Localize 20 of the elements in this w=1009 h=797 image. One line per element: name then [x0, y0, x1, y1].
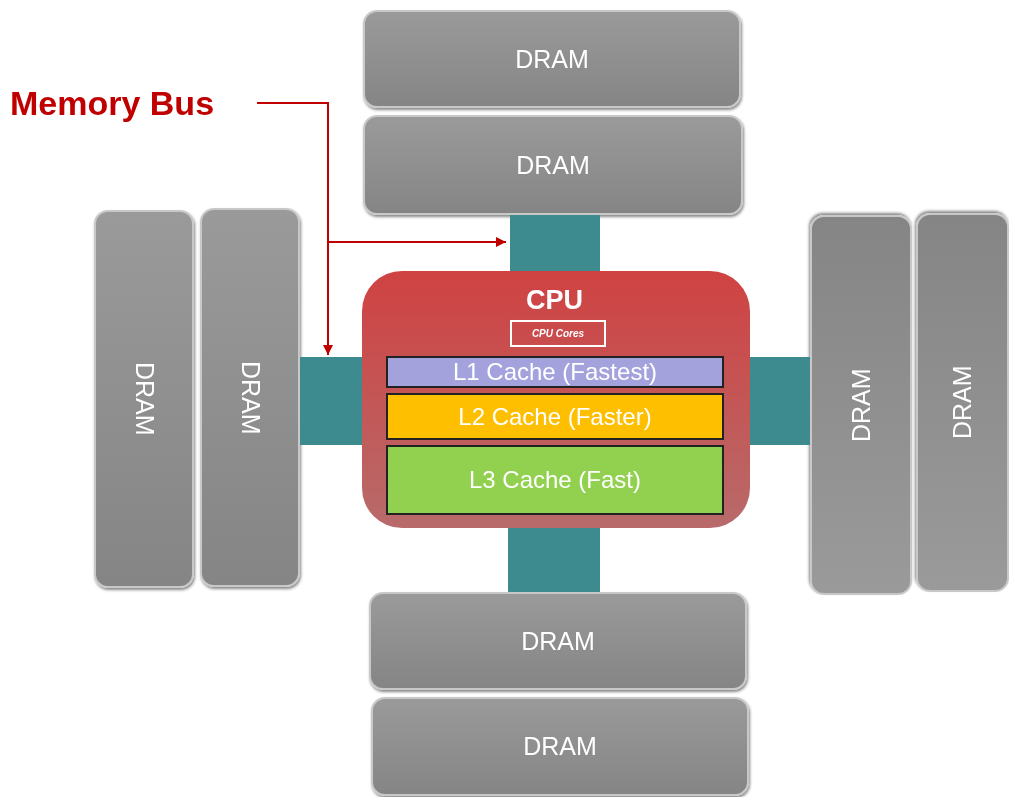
callout-text: Memory Bus: [10, 82, 255, 124]
cpu-die: [362, 271, 750, 528]
cache-level-bar: L1 Cache (Fastest): [386, 356, 724, 388]
memory-module: DRAM: [369, 592, 747, 690]
memory-module: DRAM: [363, 115, 743, 215]
leader-line: [256, 102, 333, 356]
bus-bar: [300, 357, 362, 445]
bus-bar: [750, 357, 810, 445]
memory-module: DRAM: [94, 210, 194, 588]
memory-module: DRAM: [916, 213, 1009, 592]
cpu-label: CPU: [526, 285, 583, 316]
bus-bar: [508, 528, 600, 592]
memory-module: DRAM: [363, 10, 741, 108]
cache-level-bar: L3 Cache (Fast): [386, 445, 724, 515]
core-block: CPU Cores: [510, 320, 606, 347]
memory-module: DRAM: [200, 208, 300, 587]
memory-module: DRAM: [810, 215, 912, 595]
bus-bar: [510, 215, 600, 271]
memory-module: DRAM: [371, 697, 749, 796]
cache-level-bar: L2 Cache (Faster): [386, 393, 724, 440]
